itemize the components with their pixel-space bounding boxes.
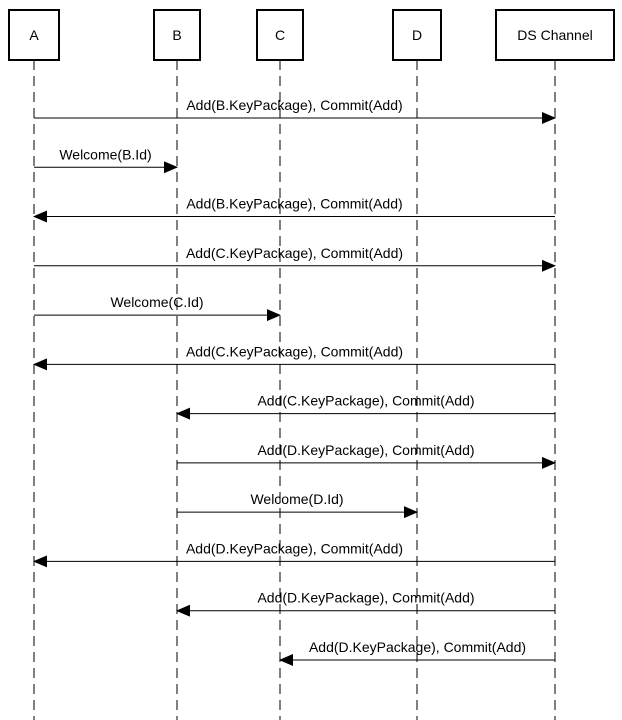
message-label: Add(B.KeyPackage), Commit(Add)	[186, 97, 402, 113]
participant-c: C	[256, 9, 304, 61]
participant-b: B	[153, 9, 201, 61]
participant-d: D	[392, 9, 442, 61]
message-1: Add(B.KeyPackage), Commit(Add)	[34, 97, 556, 124]
message-label: Add(D.KeyPackage), Commit(Add)	[257, 590, 474, 606]
message-label: Welcome(D.Id)	[250, 491, 343, 507]
participant-box	[153, 9, 201, 61]
message-label: Add(B.KeyPackage), Commit(Add)	[186, 196, 402, 212]
message-5: Welcome(C.Id)	[34, 294, 281, 322]
participant-box	[256, 9, 304, 61]
message-2: Welcome(B.Id)	[34, 146, 178, 174]
message-label: Add(D.KeyPackage), Commit(Add)	[309, 639, 526, 655]
message-label: Add(D.KeyPackage), Commit(Add)	[186, 540, 403, 556]
participant-label: D	[412, 27, 422, 43]
participant-box	[392, 9, 442, 61]
message-label: Add(D.KeyPackage), Commit(Add)	[257, 442, 474, 458]
message-8: Add(D.KeyPackage), Commit(Add)	[177, 442, 556, 469]
message-label: Welcome(C.Id)	[110, 294, 203, 310]
message-7: Add(C.KeyPackage), Commit(Add)	[176, 393, 555, 420]
message-label: Add(C.KeyPackage), Commit(Add)	[186, 245, 403, 261]
message-3: Add(B.KeyPackage), Commit(Add)	[33, 196, 555, 223]
message-10: Add(D.KeyPackage), Commit(Add)	[33, 540, 555, 568]
participant-box	[495, 9, 615, 61]
message-4: Add(C.KeyPackage), Commit(Add)	[34, 245, 556, 272]
messages: Add(B.KeyPackage), Commit(Add) Welcome(B.…	[33, 97, 556, 666]
message-6: Add(C.KeyPackage), Commit(Add)	[33, 343, 555, 371]
participant-ds: DS Channel	[495, 9, 615, 61]
message-9: Welcome(D.Id)	[177, 491, 418, 519]
message-label: Add(C.KeyPackage), Commit(Add)	[257, 393, 474, 409]
message-12: Add(D.KeyPackage), Commit(Add)	[279, 639, 555, 666]
participant-label: DS Channel	[517, 27, 593, 43]
message-label: Add(C.KeyPackage), Commit(Add)	[186, 343, 403, 359]
participant-label: A	[29, 27, 39, 43]
participant-a: A	[8, 9, 60, 61]
participant-box	[8, 9, 60, 61]
message-label: Welcome(B.Id)	[59, 146, 151, 162]
participant-boxes: A B C D DS Channel	[8, 9, 615, 61]
participant-label: B	[172, 27, 181, 43]
participant-label: C	[275, 27, 285, 43]
message-11: Add(D.KeyPackage), Commit(Add)	[176, 590, 555, 617]
